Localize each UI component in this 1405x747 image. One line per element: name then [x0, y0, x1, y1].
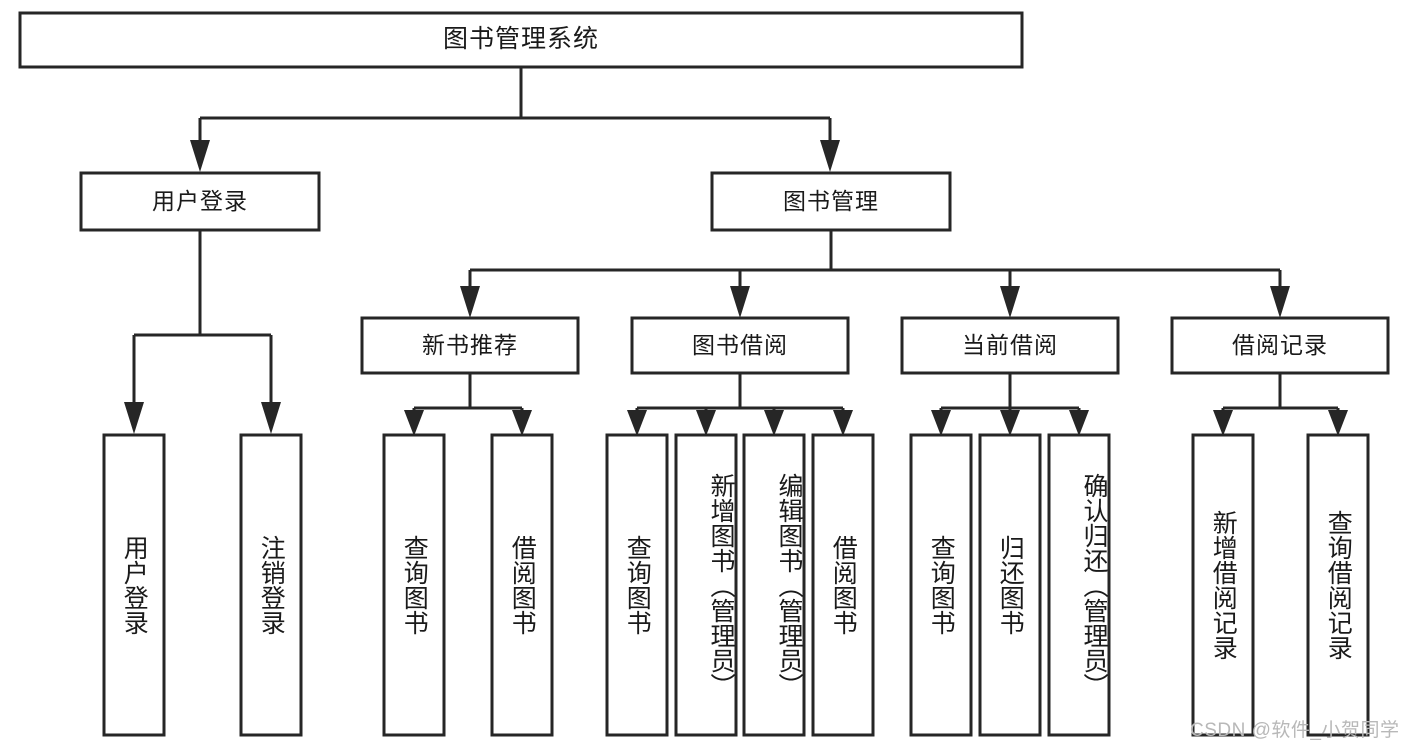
arrow-head-nbr-child-1 — [404, 410, 424, 436]
leaf-box-nbr-borrow-book[interactable] — [490, 433, 554, 737]
arrow-head-leaf-user-login — [124, 402, 144, 434]
leaf-box-nbr-query-book[interactable] — [382, 433, 446, 737]
arrow-head-nbr-child-2 — [512, 410, 532, 436]
node-current-borrow[interactable] — [900, 316, 1120, 375]
arrow-head-bb-child-2 — [696, 410, 716, 436]
arrow-head-bb-child-4 — [833, 410, 853, 436]
arrow-head-current-borrow — [1000, 286, 1020, 318]
arrow-head-cb-child-2 — [1000, 410, 1020, 436]
arrow-head-br-child-1 — [1213, 410, 1233, 436]
leaf-box-user-login[interactable] — [102, 433, 166, 737]
node-book-borrow[interactable] — [630, 316, 850, 375]
leaf-box-br-query-record[interactable] — [1306, 433, 1370, 737]
leaf-box-cb-confirm-return[interactable] — [1047, 433, 1111, 737]
leaf-box-bb-borrow-book[interactable] — [811, 433, 875, 737]
arrow-head-book-management — [820, 140, 840, 172]
arrow-head-bb-child-3 — [764, 410, 784, 436]
leaf-box-cb-query-book[interactable] — [909, 433, 973, 737]
arrow-head-borrow-record — [1270, 286, 1290, 318]
arrow-head-br-child-2 — [1328, 410, 1348, 436]
leaf-box-bb-query-book[interactable] — [605, 433, 669, 737]
arrow-head-book-borrow — [730, 286, 750, 318]
arrow-head-new-book-recommend — [460, 286, 480, 318]
node-root-book-management-system[interactable] — [18, 11, 1024, 69]
leaf-box-cb-return-book[interactable] — [978, 433, 1042, 737]
node-borrow-record[interactable] — [1170, 316, 1390, 375]
leaf-box-logout[interactable] — [239, 433, 303, 737]
arrow-head-cb-child-1 — [931, 410, 951, 436]
leaf-box-bb-edit-book[interactable] — [742, 433, 806, 737]
node-book-management[interactable] — [710, 171, 952, 232]
leaf-box-bb-add-book[interactable] — [674, 433, 738, 737]
arrow-head-bb-child-1 — [627, 410, 647, 436]
watermark-text: CSDN @软件_小贺同学 — [1190, 720, 1400, 741]
node-user-login[interactable] — [79, 171, 321, 232]
leaf-box-br-add-record[interactable] — [1191, 433, 1255, 737]
arrow-head-leaf-logout — [261, 402, 281, 434]
arrow-head-cb-child-3 — [1069, 410, 1089, 436]
node-new-book-recommend[interactable] — [360, 316, 580, 375]
arrow-head-user-login — [190, 140, 210, 172]
